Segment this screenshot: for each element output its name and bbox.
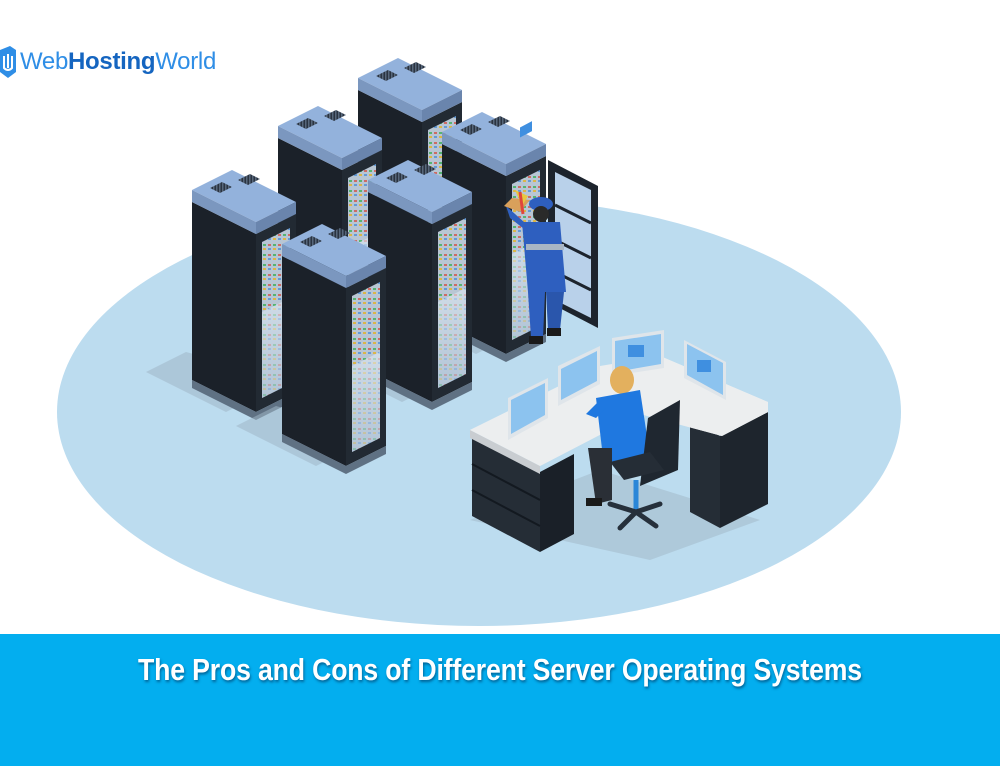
logo-hosting-text: Hosting: [68, 48, 156, 75]
monitors: [508, 121, 726, 440]
monitor: [558, 346, 600, 406]
article-title: The Pros and Cons of Different Server Op…: [138, 652, 862, 687]
shield-logo-icon: [0, 46, 16, 78]
monitor: [684, 340, 726, 400]
monitor: [612, 330, 664, 376]
monitor: [508, 121, 548, 440]
office-chair: [607, 400, 680, 531]
site-logo[interactable]: WebHostingWorld: [0, 44, 216, 80]
logo-web-text: Web: [20, 48, 69, 75]
data-center-illustration: [57, 58, 901, 626]
technician: [504, 190, 566, 344]
title-banner: [0, 634, 1000, 766]
logo-wordmark: WebHostingWorld: [20, 50, 216, 74]
operator: [586, 366, 650, 506]
logo-world-text: World: [155, 48, 216, 75]
